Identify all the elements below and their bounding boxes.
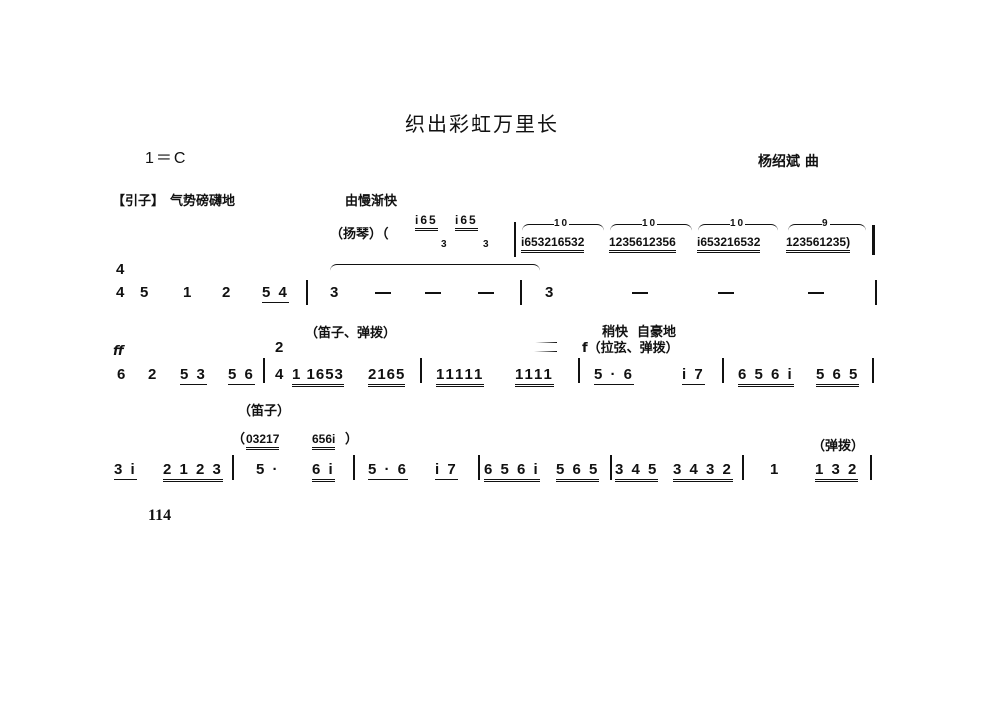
time-sig-bottom: 4 (275, 366, 286, 383)
dynamic-mark: ff (113, 344, 124, 359)
score-title: 织出彩虹万里长 (405, 112, 559, 136)
note: 5 6 (228, 366, 255, 385)
triplet-notes: i65 (455, 214, 478, 231)
note: 3 i (114, 461, 137, 480)
tempo-annotation: 稍快 自豪地 (602, 325, 677, 340)
note: i 7 (682, 366, 705, 385)
tuplet-number: 10 (642, 218, 658, 229)
instrument-annotation: （笛子、弹拨） (305, 326, 397, 341)
instrument-annotation: （笛子） (238, 404, 291, 419)
sustain-dash (425, 292, 441, 294)
instrument-mark: （扬琴）（ (330, 227, 389, 242)
barline (353, 455, 355, 480)
note: 1 1653 (292, 367, 344, 387)
note: 2165 (368, 367, 406, 387)
tempo-mark: 由慢渐快 (345, 194, 398, 209)
expression-mark: 气势磅礴地 (170, 194, 236, 209)
upper-notes: 03217 (246, 433, 280, 450)
note: 2 1 2 3 (163, 462, 223, 482)
note: 5 · 6 (368, 461, 409, 480)
barline (520, 280, 522, 305)
note-run: 1235612356 (609, 236, 676, 253)
tuplet-number: 10 (730, 218, 746, 229)
note: 5 4 (262, 284, 289, 303)
note: 1 (183, 284, 194, 301)
barline (263, 358, 265, 383)
barline (306, 280, 308, 305)
note: i 7 (435, 461, 458, 480)
time-sig-top: 4 (116, 261, 127, 278)
note: 5 6 5 (556, 462, 600, 482)
barline (722, 358, 724, 383)
barline (420, 358, 422, 383)
note: 5 3 (180, 366, 207, 385)
tuplet-number: 9 (822, 218, 830, 229)
triplet-number: 3 (441, 239, 449, 250)
composer: 杨绍斌 曲 (758, 154, 819, 170)
note: 3 (330, 284, 341, 301)
sustain-dash (375, 292, 391, 294)
note-run: 123561235) (786, 236, 851, 253)
time-sig-bottom: 4 (116, 284, 127, 301)
barline (232, 455, 234, 480)
sustain-dash (718, 292, 734, 294)
note: 6 5 6 i (484, 462, 540, 482)
page-number: 114 (148, 507, 172, 524)
note: 1111 (515, 367, 554, 387)
note: 2 (148, 366, 159, 383)
note-run: i653216532 (697, 236, 761, 253)
tuplet-number: 10 (554, 218, 570, 229)
note: 5 · (256, 461, 280, 478)
barline (578, 358, 580, 383)
note: 11111 (436, 367, 485, 387)
note: 1 3 2 (815, 462, 859, 482)
note-run: i653216532 (521, 236, 585, 253)
paren: ） (345, 432, 359, 447)
barline (610, 455, 612, 480)
note: 6 i (312, 462, 335, 482)
note: 1 (770, 461, 781, 478)
barline (875, 280, 877, 305)
barline (872, 225, 875, 255)
sustain-dash (478, 292, 494, 294)
note: 3 4 3 2 (673, 462, 733, 482)
barline (872, 358, 874, 383)
barline (478, 455, 480, 480)
note: 3 4 5 (615, 462, 659, 482)
crescendo-hairpin (445, 342, 557, 352)
paren: （ (232, 432, 246, 447)
instrument-annotation: （弹拨） (812, 439, 865, 454)
note: 6 (117, 366, 128, 383)
note: 3 (545, 284, 556, 301)
triplet-number: 3 (483, 239, 491, 250)
barline (870, 455, 872, 480)
barline (514, 222, 516, 257)
key-signature: 1＝C (145, 150, 188, 167)
sustain-dash (808, 292, 824, 294)
note: 5 (140, 284, 151, 301)
note: 6 5 6 i (738, 367, 794, 387)
dynamic-annotation: f（拉弦、弹拨） (582, 341, 679, 356)
triplet-notes: i65 (415, 214, 438, 231)
intro-label: 【引子】 (112, 194, 165, 209)
upper-notes: 656i (312, 433, 336, 450)
sustain-dash (632, 292, 648, 294)
note: 2 (222, 284, 233, 301)
barline (742, 455, 744, 480)
time-sig-top: 2 (275, 339, 286, 356)
tie (330, 264, 540, 271)
note: 5 6 5 (816, 367, 860, 387)
note: 5 · 6 (594, 366, 635, 385)
